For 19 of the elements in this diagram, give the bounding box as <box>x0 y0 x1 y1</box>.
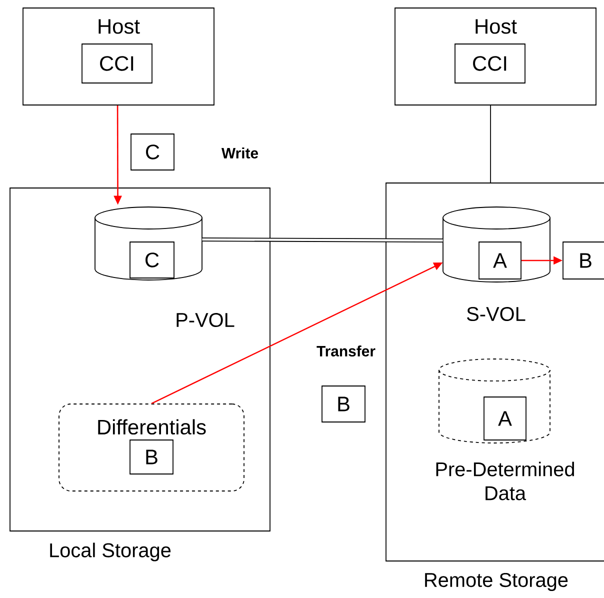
volume-label: S-VOL <box>467 306 526 322</box>
volume-cylinder <box>442 206 550 282</box>
volume-cylinder <box>94 206 202 280</box>
letter-box: C <box>130 242 174 278</box>
letter-box: A <box>478 242 522 280</box>
edge-label: Transfer <box>316 344 376 358</box>
letter-box: CCI <box>82 44 152 84</box>
letter-box: B <box>130 440 174 474</box>
letter-box: B <box>562 242 604 280</box>
letter-box: A <box>484 396 526 440</box>
operation-label: Write <box>221 148 258 158</box>
volume-cylinder <box>438 358 550 444</box>
node-label: Local Storage <box>50 542 171 562</box>
letter-box: B <box>322 386 366 422</box>
volume-label: P-VOL <box>176 312 234 328</box>
letter-box: C <box>130 134 174 170</box>
letter-box: CCI <box>454 44 526 84</box>
volume-label: Pre-Determined Data <box>436 462 574 500</box>
node-label: Remote Storage <box>425 572 568 592</box>
